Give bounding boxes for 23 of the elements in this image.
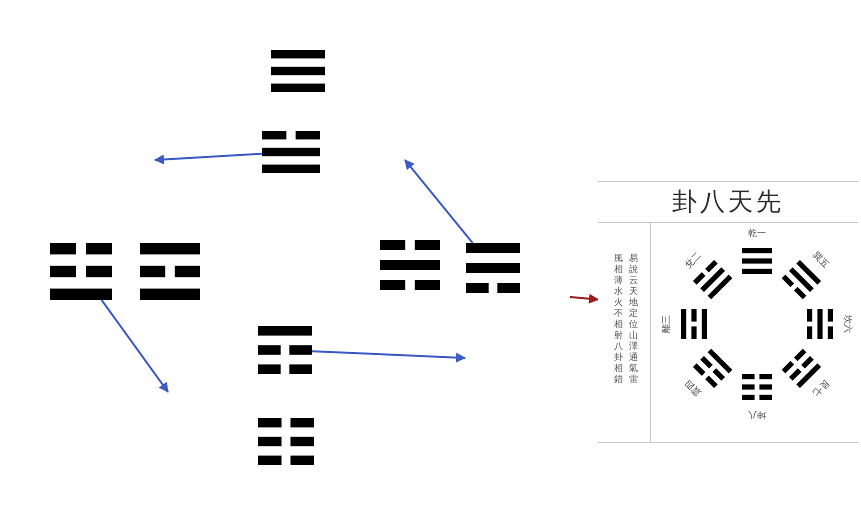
arrow	[404, 159, 474, 244]
trigram-label: 艮七	[810, 376, 832, 400]
trigram-icon	[466, 243, 520, 293]
trigram-icon	[258, 418, 314, 465]
trigram-icon	[380, 240, 440, 290]
trigram-icon	[258, 326, 312, 374]
trigram-label: 兌二	[682, 249, 704, 272]
trigram-icon	[50, 243, 112, 300]
trigram-icon	[262, 131, 320, 173]
arrow	[100, 299, 169, 393]
trigram-icon	[140, 243, 200, 300]
trigram-label: 坤八	[747, 408, 767, 420]
verse-text: 易說云天地定位山澤通氣雷風相薄水火不相射八卦相錯	[613, 254, 638, 386]
chart-title: 卦八天先	[598, 182, 858, 223]
trigram-label: 坎六	[841, 314, 853, 335]
trigram-label: 震四	[682, 376, 704, 400]
trigram-label: 巽五	[810, 249, 832, 272]
trigram-label: 乾一	[747, 228, 767, 241]
arrow	[154, 152, 262, 164]
trigram-label: 離三	[661, 314, 673, 335]
trigram-icon	[271, 50, 325, 92]
arrow	[570, 294, 599, 304]
arrow	[312, 350, 466, 363]
